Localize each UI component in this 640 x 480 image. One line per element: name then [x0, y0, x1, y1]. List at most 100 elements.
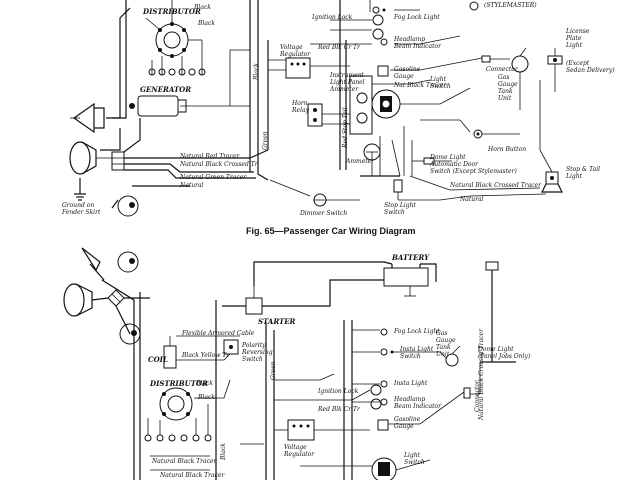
- top-license-plate-label: License Plate Light: [566, 28, 590, 49]
- insta-light-icon: [380, 380, 388, 388]
- spark-plugs: [148, 39, 206, 76]
- bottom-polarity-switch-label: Polarity Reversing Switch: [242, 342, 273, 363]
- insta-light-switch-icon: [380, 348, 394, 356]
- starter-icon: [245, 286, 263, 315]
- fog-lock-light-icon: [372, 6, 386, 14]
- bottom-black-label: Black: [196, 380, 213, 387]
- top-natural-black-crossed-label: Natural Black Crossed Tr: [180, 161, 258, 168]
- top-natural-bottom-label: Natural: [460, 196, 484, 203]
- coil-icon: [163, 336, 177, 369]
- bottom-starter-label: STARTER: [258, 317, 296, 326]
- fender-lamp-icon: [111, 195, 139, 217]
- horn-relay-icon: [307, 103, 323, 127]
- bottom-ignition-lock-label: Ignition Lock: [318, 388, 359, 395]
- top-dome-light-sub-label: Automatic Door Switch (Except Stylemaste…: [430, 161, 517, 175]
- spark-plugs-bottom: [144, 404, 212, 442]
- bottom-flexible-cable-label: Flexible Armored Cable: [182, 330, 255, 337]
- top-green-vertical-label: Green: [262, 131, 269, 150]
- top-black-label: Black: [194, 4, 211, 11]
- top-headlamp-beam-label: Headlamp Beam Indicator: [394, 36, 441, 50]
- top-generator-label: GENERATOR: [140, 85, 192, 94]
- battery-icon: [383, 264, 429, 297]
- top-gas-gauge-tank-label: Gas Gauge Tank Unit: [498, 74, 518, 102]
- top-dimmer-switch-label: Dimmer Switch: [300, 210, 348, 217]
- horn-button-icon: [473, 129, 483, 139]
- bottom-headlamp-beam-label: Headlamp Beam Indicator: [394, 396, 441, 410]
- bottom-black-yellow-label: Black Yellow Tr: [182, 352, 230, 359]
- headlamp-icon: [69, 141, 116, 175]
- dimmer-switch-icon: [313, 193, 327, 207]
- top-license-sub-label: (Except Sedan Delivery): [566, 60, 615, 74]
- polarity-switch-icon: [223, 339, 239, 355]
- top-stop-tail-light-label: Stop & Tail Light: [566, 166, 601, 180]
- fog-lock-light-icon-bottom: [380, 328, 388, 336]
- light-switch-icon: [371, 89, 401, 119]
- tank-unit-icon-bottom: [445, 345, 461, 367]
- fender-lamp-top-icon: [117, 251, 139, 273]
- stop-tail-light-icon: [541, 171, 563, 193]
- dome-light-icon-bottom: [480, 261, 516, 363]
- horn-icon-bottom: [81, 247, 105, 281]
- top-ammeter-label: Ammeter: [346, 158, 375, 165]
- license-plate-light-icon: [547, 48, 563, 65]
- top-stylemaster-label: (STYLEMASTER): [484, 2, 537, 9]
- headlamp-icon-bottom: [63, 283, 93, 317]
- bottom-gas-gauge-tank-label: Gas Gauge Tank Unit: [436, 330, 456, 358]
- horn-icon: [70, 102, 105, 134]
- distributor-icon: [145, 0, 189, 58]
- generator-icon: [129, 95, 187, 117]
- top-black-vertical-label: Black: [253, 63, 260, 80]
- bottom-natural-black-crossed-label: Natural Black Crossed Tracer: [478, 329, 485, 420]
- bottom-black-vertical-label: Black: [220, 443, 227, 460]
- bottom-red-blk-cr-label: Red Blk Cr Tr: [318, 406, 360, 413]
- top-natural-red-tracer-label: Natural Red Tracer: [180, 153, 240, 160]
- top-nat-black-tracer-label: Nat Black Tracer: [394, 82, 447, 89]
- bottom-natural-black-tracer-label: Natural Black Tracer: [152, 458, 217, 465]
- voltage-regulator-icon-bottom: [287, 419, 315, 441]
- top-harness: [100, 0, 556, 201]
- top-rear-stop-tail-label: Red Stop Tail: [342, 107, 349, 148]
- bottom-insta-light-label: Insta Light: [394, 380, 428, 387]
- beam-indicator-icon: [380, 38, 388, 46]
- instrument-panel-icon: [349, 75, 373, 135]
- top-stop-light-switch-label: Stop Light Switch: [384, 202, 416, 216]
- connector-icon-bottom: [463, 387, 471, 399]
- bottom-black-label-2: Black: [198, 394, 215, 401]
- beam-indicator-icon-bottom: [380, 398, 388, 406]
- top-ignition-lock-label: Ignition Lock: [312, 14, 353, 21]
- bottom-battery-label: BATTERY: [392, 253, 430, 262]
- bottom-coil-label: COIL: [148, 355, 168, 364]
- bottom-insta-light-switch-label: Insta Light Switch: [400, 346, 434, 360]
- figure-caption: Fig. 65—Passenger Car Wiring Diagram: [246, 226, 416, 236]
- top-wiring-diagram: [69, 0, 563, 217]
- bottom-harness: [91, 261, 481, 480]
- top-fog-lock-light-label: Fog Lock Light: [394, 14, 440, 21]
- light-switch-icon-bottom: [371, 457, 397, 480]
- bottom-gasoline-gauge-label: Gasoline Gauge: [394, 416, 421, 430]
- distributor-icon-bottom: [159, 387, 193, 421]
- stop-light-switch-icon: [393, 179, 403, 200]
- connector-icon: [481, 55, 510, 63]
- top-ground-fender-label: Ground on Fender Skirt: [62, 202, 101, 216]
- bottom-light-switch-label: Light Switch: [404, 452, 425, 466]
- top-distributor-label: DISTRIBUTOR: [143, 7, 201, 16]
- junction-block: [111, 151, 125, 171]
- top-natural-green-tracer-label: Natural Green Tracer: [180, 174, 247, 181]
- bottom-wiring-diagram: [63, 247, 516, 480]
- top-horn-button-label: Horn Button: [488, 146, 527, 153]
- bottom-voltage-regulator-label: Voltage Regulator: [284, 444, 315, 458]
- top-natural-label: Natural: [180, 182, 204, 189]
- top-voltage-regulator-label: Voltage Regulator: [280, 44, 311, 58]
- top-natural-black-crossed-2-label: Natural Black Crossed Tracer: [450, 182, 541, 189]
- ground-icon: [74, 178, 86, 201]
- top-horn-relay-label: Horn Relay: [292, 100, 309, 114]
- ignition-lock-icon: [372, 14, 384, 40]
- bottom-green-vertical-label: Green: [270, 361, 277, 380]
- ignition-lock-icon-bottom: [370, 384, 382, 410]
- voltage-regulator-icon: [285, 57, 311, 79]
- top-dome-light-label: Dome Light: [430, 154, 466, 161]
- gasoline-gauge-icon-bottom: [377, 419, 389, 431]
- bottom-dome-light-sub-label: (Panel Jobs Only): [478, 353, 531, 360]
- dome-light-icon: [469, 1, 479, 11]
